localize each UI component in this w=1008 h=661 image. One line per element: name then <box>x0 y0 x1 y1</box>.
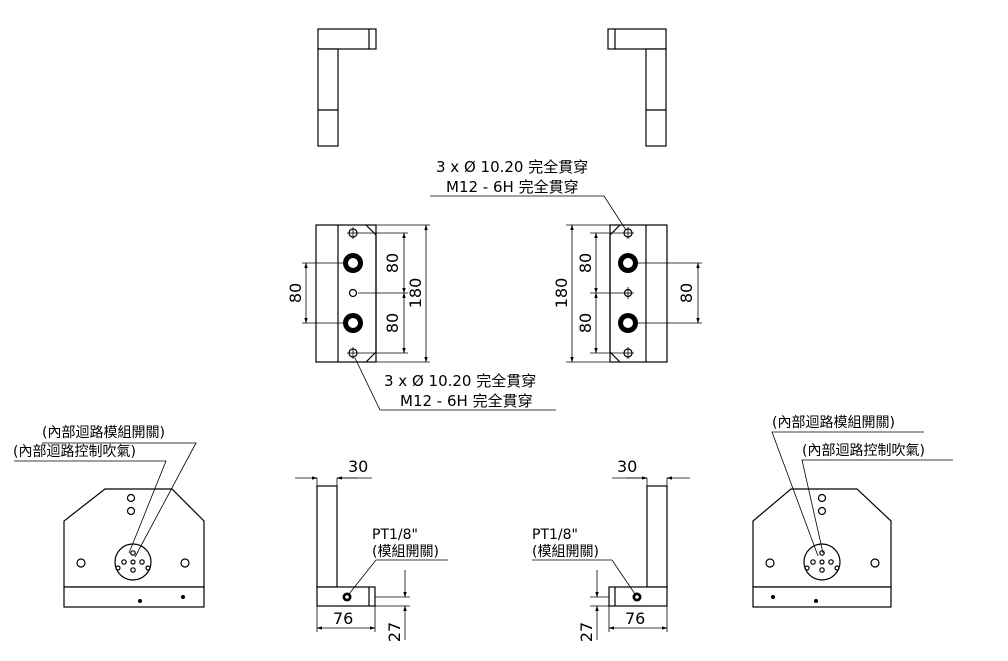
port-fitting-lower-right <box>618 313 638 333</box>
side-view-left: (內部迴路模組開關) (內部迴路控制吹氣) <box>13 425 205 608</box>
dim-27-left: 27 <box>385 622 404 642</box>
mount-hole-bottom <box>347 347 359 359</box>
callout-through-hole-line2-right: M12 - 6H 完全貫穿 <box>446 178 579 196</box>
dim-180-right: 180 <box>552 278 571 309</box>
port-fitting-lower <box>343 313 363 333</box>
dim-80-inner-top-right: 80 <box>576 253 595 273</box>
callout-port-size-left: PT1/8" <box>372 527 418 543</box>
mount-hole-top <box>347 227 359 239</box>
center-hole <box>348 288 358 298</box>
callout-internal-control-blow-left: (內部迴路控制吹氣) <box>13 444 136 460</box>
callout-module-switch-right: (模組開關) <box>532 544 599 560</box>
center-hole-right <box>622 287 634 299</box>
callout-internal-module-switch-left: (內部迴路模組開關) <box>42 425 165 441</box>
side-view-right: (內部迴路模組開關) (內部迴路控制吹氣) <box>752 415 953 608</box>
callout-through-hole-line1-right: 3 x Ø 10.20 完全貫穿 <box>436 158 588 176</box>
dim-80-outer-right: 80 <box>677 283 696 303</box>
callout-internal-module-switch-right: (內部迴路模組開關) <box>772 415 895 431</box>
port-fitting-upper-right <box>618 253 638 273</box>
callout-through-hole-line1-left: 3 x Ø 10.20 完全貫穿 <box>384 372 536 390</box>
dim-76-right: 76 <box>625 609 645 628</box>
callout-port-size-right: PT1/8" <box>532 527 578 543</box>
dim-30-left: 30 <box>348 457 368 476</box>
front-view-left: 80 80 80 180 3 x Ø 10.20 完全貫穿 M12 - 6H 完… <box>286 224 556 411</box>
mount-hole-bottom-right <box>622 347 634 359</box>
manifold-circle-right <box>803 543 841 581</box>
mount-hole-top-right <box>622 227 634 239</box>
callout-module-switch-left: (模組開關) <box>372 544 439 560</box>
top-view-right <box>607 28 667 147</box>
dim-180-left: 180 <box>406 278 425 309</box>
dim-76-left: 76 <box>333 609 353 628</box>
callout-through-hole-line2-left: M12 - 6H 完全貫穿 <box>400 392 533 410</box>
elevation-left: 30 76 27 PT1/8" (模組開關) <box>295 457 448 642</box>
callout-internal-control-blow-right: (內部迴路控制吹氣) <box>802 443 925 459</box>
port-fitting-upper <box>343 253 363 273</box>
dim-30-right: 30 <box>617 457 637 476</box>
port-pt18-left <box>342 592 352 602</box>
dim-80-inner-bottom-left: 80 <box>383 313 402 333</box>
manifold-circle-left <box>114 543 152 581</box>
top-view-left <box>317 28 377 147</box>
front-view-right: 180 80 80 80 3 x Ø 10.20 完全貫穿 M12 - 6H 完… <box>430 158 702 363</box>
dim-27-right: 27 <box>577 622 596 642</box>
elevation-right: 30 76 27 PT1/8" (模組開關) <box>532 457 690 642</box>
dim-80-inner-top-left: 80 <box>383 253 402 273</box>
dim-80-inner-bottom-right: 80 <box>576 313 595 333</box>
dim-80-outer-left: 80 <box>286 283 305 303</box>
port-pt18-right <box>632 592 642 602</box>
